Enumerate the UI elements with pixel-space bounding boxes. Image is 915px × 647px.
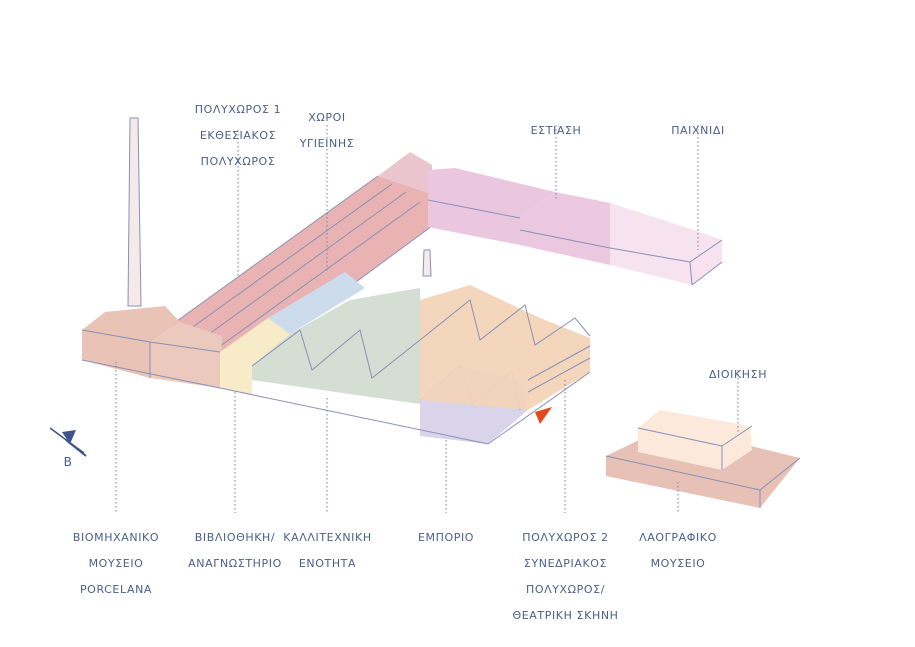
entrance-arrow-icon bbox=[535, 407, 552, 424]
building-admin bbox=[637, 410, 753, 470]
compass-icon bbox=[49, 427, 87, 457]
building-xoroi bbox=[268, 272, 365, 334]
label-polychoros2: ΠΟΛΥΧΩΡΟΣ 2 ΣΥΝΕΔΡΙΑΚΟΣ ΠΟΛΥΧΩΡΟΣ/ ΘΕΑΤΡ… bbox=[512, 531, 619, 622]
label-viomichaniko: ΒΙΟΜΗΧΑΝΙΚΟ ΜΟΥΣΕΙΟ PORCELANA bbox=[72, 531, 160, 596]
label-estiasi: ΕΣΤΙΑΣΗ bbox=[530, 124, 582, 137]
label-xoroi: ΧΩΡΟΙ ΥΓΙΕΙΝΗΣ bbox=[299, 111, 355, 150]
building-museum bbox=[81, 306, 222, 388]
label-vivliothiki: ΒΙΒΛΙΟΘΗΚΗ/ ΑΝΑΓΝΩΣΤΗΡΙΟ bbox=[188, 531, 282, 570]
label-emporio: ΕΜΠΟΡΙΟ bbox=[417, 531, 475, 544]
building-paixnidi bbox=[609, 203, 723, 286]
building-estiasi bbox=[427, 168, 611, 265]
label-polychoros1: ΠΟΛΥΧΩΡΟΣ 1 ΕΚΘΕΣΙΑΚΟΣ ΠΟΛΥΧΩΡΟΣ bbox=[194, 103, 282, 168]
chimney-small bbox=[422, 249, 432, 277]
chimney-main bbox=[127, 117, 142, 307]
building-library bbox=[220, 318, 298, 395]
complex-outline bbox=[81, 359, 591, 445]
building-polychoros2 bbox=[419, 285, 591, 410]
building-polychoros1 bbox=[169, 152, 433, 383]
label-kallitexniki: ΚΑΛΛΙΤΕΧΝΙΚΗ ΕΝΟΤΗΤΑ bbox=[283, 531, 372, 570]
label-dioikisi: ΔΙΟΙΚΗΣΗ bbox=[708, 368, 768, 381]
compass-letter: Β bbox=[63, 455, 73, 469]
leader-lines bbox=[115, 125, 739, 513]
building-art bbox=[251, 288, 421, 404]
label-paixnidi: ΠΑΙΧΝΙΔΙ bbox=[671, 124, 725, 137]
label-laografiko: ΛΑΟΓΡΑΦΙΚΟ ΜΟΥΣΕΙΟ bbox=[639, 531, 717, 570]
